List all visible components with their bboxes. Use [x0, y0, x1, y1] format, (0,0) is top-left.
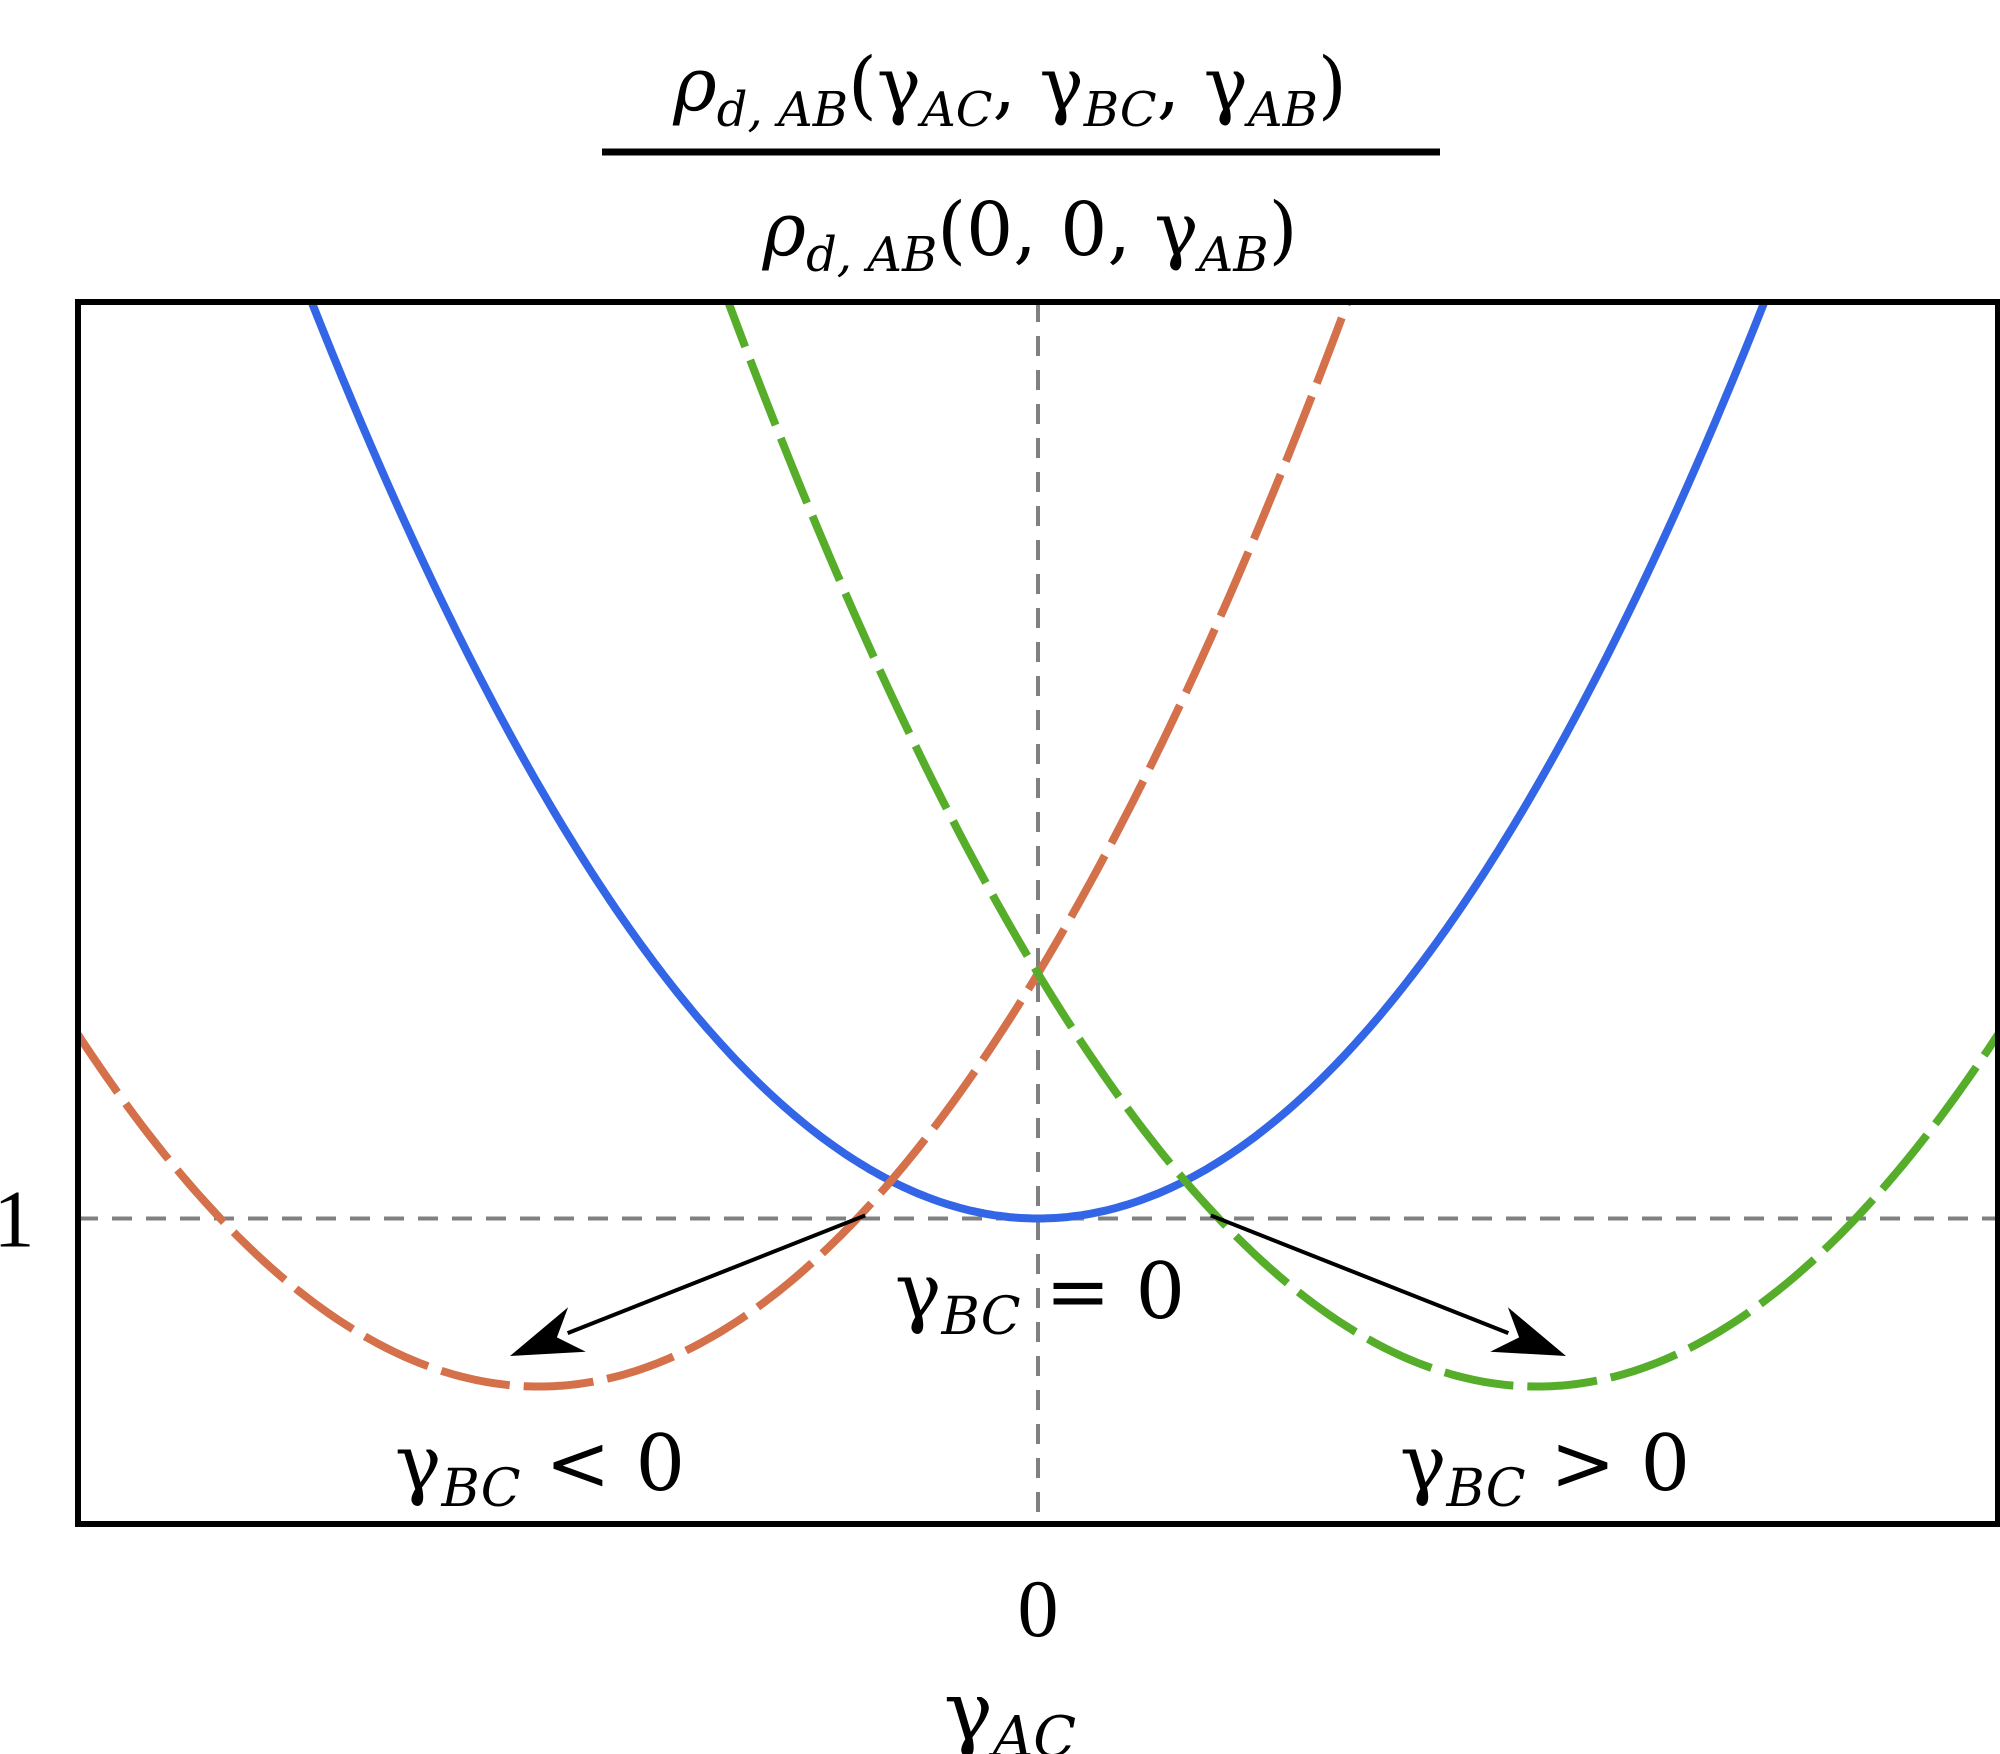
series-gamma-bc-positive [724, 302, 1998, 1391]
num-gamma-1: γ [877, 42, 921, 128]
x-tick-label: 0 [1018, 1563, 1059, 1654]
label-gamma-bc-zero: γBC = 0 [895, 1247, 1185, 1347]
title-numerator: ρd, AB(γAC, γBC, γAB) [672, 42, 1346, 138]
num-rho: ρ [672, 42, 717, 128]
series-gamma-bc-zero [307, 302, 1769, 1223]
svg-text:ρd, AB(γAC, γBC, γAB): ρd, AB(γAC, γBC, γAB) [672, 42, 1346, 138]
title-denominator: ρd, AB(0, 0, γAB) [762, 187, 1298, 283]
plot-frame [75, 299, 2000, 1527]
y-tick-label: 1 [0, 1174, 35, 1265]
arrow-to-negative-series [510, 1213, 866, 1356]
chart-title: ρd, AB(γAC, γBC, γAB) ρd, AB(0, 0, γAB) [602, 42, 1440, 283]
svg-text:ρd, AB(0, 0, γAB): ρd, AB(0, 0, γAB) [762, 187, 1298, 283]
plot-series [78, 302, 1998, 1391]
arrow-to-positive-series [1210, 1213, 1566, 1356]
label-gamma-bc-positive: γBC > 0 [1400, 1419, 1690, 1519]
num-rho-sub: d, AB [717, 82, 848, 138]
label-gamma-bc-negative: γBC < 0 [395, 1419, 685, 1519]
x-axis-label: γAC [944, 1665, 1076, 1754]
